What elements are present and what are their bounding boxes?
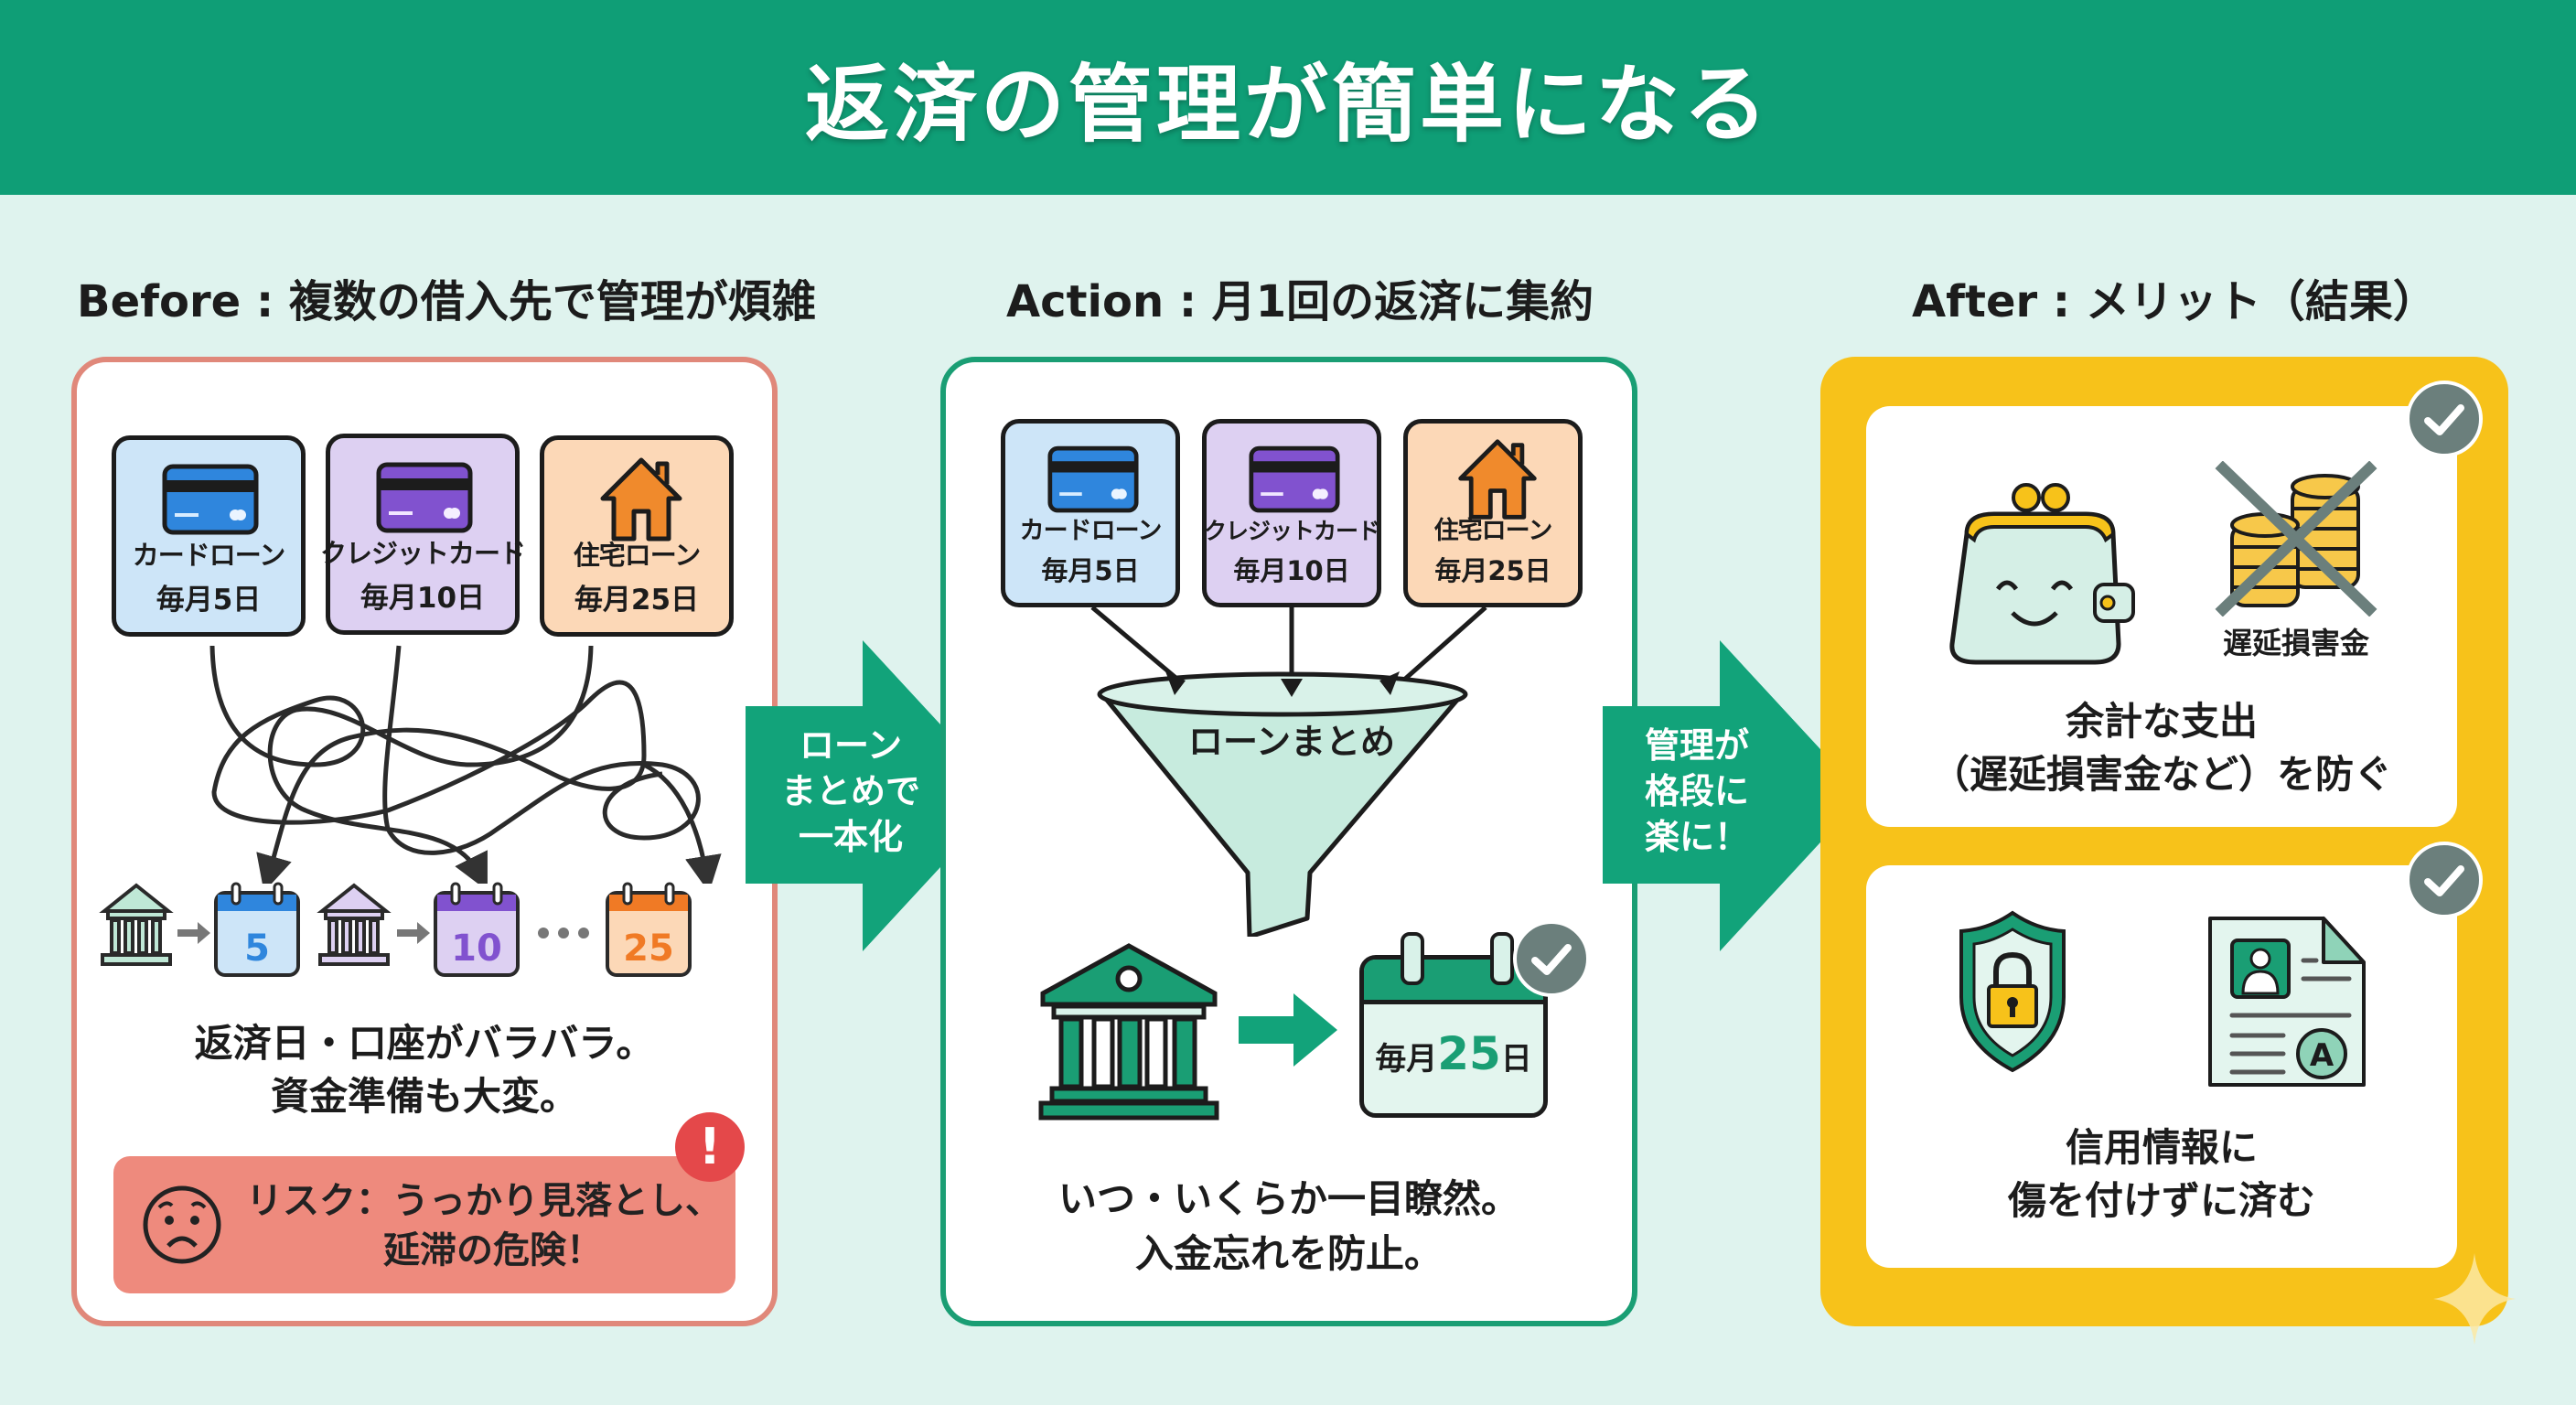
loan-card-credit-card: クレジットカード 毎月10日 [320, 434, 526, 635]
calendar-day-25: 25 [623, 928, 674, 970]
loan-label: 住宅ローン [1433, 517, 1553, 545]
transition2-line3: 楽に！ [1644, 817, 1749, 857]
risk-callout: リスク：うっかり見落とし、 延滞の危険！ ! [113, 1112, 745, 1293]
benefit-1-line2: （遅延損害金など）を防ぐ [1930, 752, 2392, 797]
calendar-day-5: 5 [244, 928, 270, 970]
loan-label: クレジットカード [1204, 518, 1380, 544]
shield-lock-icon [1959, 910, 2066, 1073]
credit-card-icon [1047, 445, 1139, 513]
tangled-lines-icon [209, 645, 722, 884]
loan-card-housing-loan: 住宅ローン 毎月25日 [540, 435, 734, 637]
loan-label: 住宅ローン [573, 540, 702, 571]
transition1-line1: ローン [799, 725, 903, 766]
credit-card-icon [1249, 445, 1340, 513]
loan-card-card-loan: カードローン 毎月5日 [1001, 419, 1180, 607]
funnel-label: ローンまとめ [1188, 722, 1395, 762]
after-heading: After : メリット（結果） [1912, 276, 2437, 327]
loan-label: クレジットカード [320, 538, 526, 569]
calendar-day: 25 [1437, 1027, 1501, 1080]
transition2-line1: 管理が [1644, 725, 1749, 766]
loan-due-date: 毎月25日 [574, 584, 700, 617]
funnel-icon: ローンまとめ [1090, 607, 1487, 937]
transition-arrow-1 [746, 640, 1006, 951]
benefit-2-line2: 傷を付けずに済む [2007, 1178, 2315, 1223]
loan-card-card-loan: カードローン 毎月5日 [112, 435, 306, 637]
credit-card-icon [162, 464, 259, 535]
transition1-line2: まとめで [780, 771, 920, 811]
after-panel: 遅延損害金 余計な支出 （遅延損害金など）を防ぐ A [1820, 357, 2508, 1326]
credit-report-icon: A [2208, 917, 2366, 1087]
sparkle-icon [2433, 1253, 2516, 1345]
before-summary-line1: 返済日・口座がバラバラ。 [194, 1021, 655, 1066]
house-icon [1458, 439, 1537, 520]
loan-card-housing-loan: 住宅ローン 毎月25日 [1403, 419, 1583, 607]
action-summary-line1: いつ・いくらか一目瞭然。 [1057, 1176, 1519, 1221]
calendar-text: 毎月25日 [1364, 1027, 1543, 1080]
benefit-card-1: 遅延損害金 余計な支出 （遅延損害金など）を防ぐ [1866, 406, 2457, 827]
loan-due-date: 毎月10日 [1233, 555, 1350, 586]
loan-due-date: 毎月5日 [1041, 555, 1140, 586]
late-fee-caption: 遅延損害金 [2222, 626, 2369, 660]
transition-arrow-1-label: ローン まとめで 一本化 [768, 723, 933, 860]
loan-due-date: 毎月25日 [1434, 555, 1551, 586]
action-summary-line2: 入金忘れを防止。 [1134, 1231, 1443, 1276]
credit-card-icon [376, 462, 473, 533]
transition2-line2: 格段に [1644, 771, 1749, 811]
loan-card-credit-card: クレジットカード 毎月10日 [1202, 419, 1381, 607]
check-icon [1513, 920, 1590, 997]
check-icon [2406, 381, 2483, 457]
benefit-2-line1: 信用情報に [2065, 1125, 2258, 1170]
coins-crossed-out-icon [2215, 461, 2377, 617]
benefit-1-line1: 余計な支出 [2065, 699, 2258, 744]
risk-line2: 延滞の危険！ [383, 1229, 603, 1271]
action-heading: Action : 月1回の返済に集約 [1006, 276, 1594, 327]
house-icon [600, 457, 682, 542]
calendar-icon-25: 25 [606, 882, 692, 977]
calendar-icon-5: 5 [214, 882, 300, 977]
calendar-suffix: 日 [1500, 1041, 1532, 1078]
risk-text: リスク：うっかり見落とし、 延滞の危険！ [246, 1176, 722, 1275]
ellipsis-icon [538, 928, 589, 938]
calendar-icon: 毎月25日 [1359, 932, 1548, 1118]
benefit-card-2: A 信用情報に 傷を付けずに済む [1866, 865, 2457, 1268]
before-panel: カードローン 毎月5日 クレジットカード 毎月10日 住宅ローン 毎月25日 [71, 357, 778, 1326]
loan-due-date: 毎月10日 [360, 582, 486, 615]
smiling-purse-icon [1949, 483, 2135, 665]
loan-due-date: 毎月5日 [156, 584, 262, 617]
calendar-day-10: 10 [451, 928, 502, 970]
transition-arrow-2 [1603, 640, 1863, 951]
bank-icon [1038, 943, 1219, 1121]
calendar-icon-10: 10 [434, 882, 520, 977]
loan-label: カードローン [132, 540, 286, 571]
bank-calendar-sequence: 5 10 25 [99, 882, 692, 977]
calendar-prefix: 毎月 [1375, 1041, 1438, 1078]
check-icon [2406, 842, 2483, 918]
transition1-line3: 一本化 [798, 817, 903, 857]
page-title: 返済の管理が簡単になる [804, 56, 1771, 154]
bank-icon [317, 883, 392, 966]
bank-icon [99, 883, 174, 966]
before-heading: Before : 複数の借入先で管理が煩雑 [77, 276, 816, 327]
loan-label: カードローン [1019, 517, 1163, 545]
credit-grade-badge: A [2310, 1037, 2334, 1074]
right-arrow-icon [1239, 993, 1337, 1067]
before-summary-line2: 資金準備も大変。 [270, 1074, 578, 1119]
risk-line1: リスク：うっかり見落とし、 [246, 1180, 722, 1222]
worried-face-icon [143, 1185, 221, 1264]
action-panel: カードローン 毎月5日 クレジットカード 毎月10日 住宅ローン 毎月25日 ロ… [940, 357, 1637, 1326]
alert-icon: ! [675, 1112, 745, 1182]
transition-arrow-2-label: 管理が 格段に 楽に！ [1619, 723, 1775, 860]
title-banner: 返済の管理が簡単になる [0, 0, 2576, 195]
